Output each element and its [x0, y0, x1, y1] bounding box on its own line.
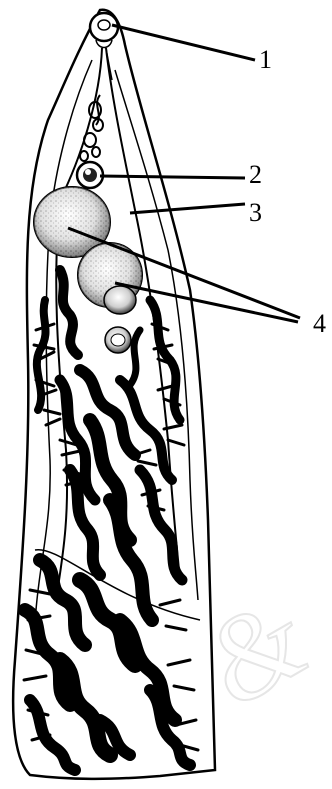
label-3: 3 — [249, 198, 262, 227]
leader-line-1 — [112, 25, 255, 60]
label-2: 2 — [249, 160, 262, 189]
leader-line-2 — [100, 176, 245, 178]
label-4: 4 — [313, 309, 326, 338]
label-1: 1 — [259, 45, 272, 74]
